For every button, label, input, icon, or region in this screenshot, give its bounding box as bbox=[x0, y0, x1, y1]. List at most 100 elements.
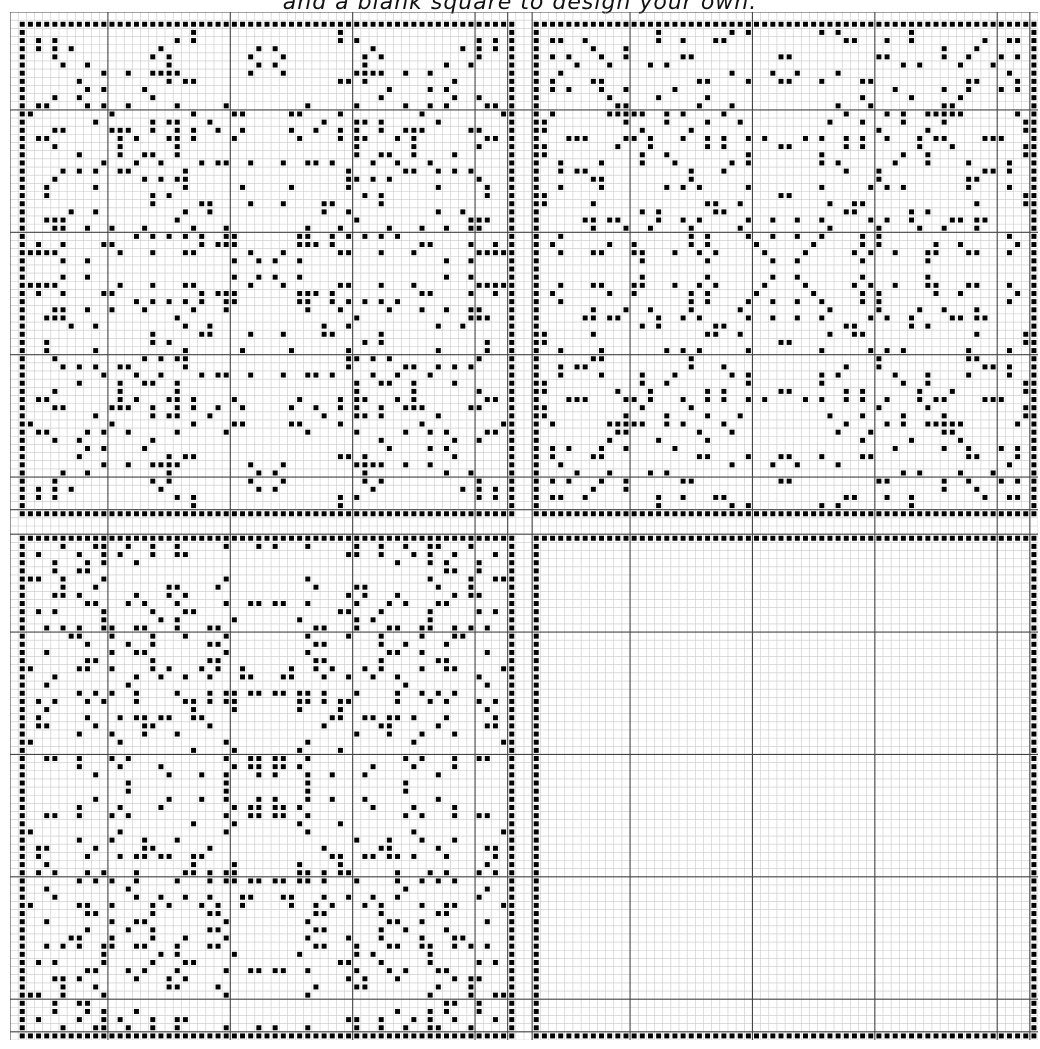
stitch-square bbox=[966, 283, 971, 288]
stitch-square bbox=[485, 185, 490, 190]
stitch-square bbox=[1015, 536, 1020, 541]
stitch-square bbox=[452, 1001, 457, 1006]
stitch-square bbox=[354, 381, 359, 386]
stitch-square bbox=[44, 887, 49, 892]
stitch-square bbox=[44, 1033, 49, 1038]
stitch-square bbox=[672, 536, 677, 541]
stitch-square bbox=[950, 422, 955, 427]
stitch-square bbox=[338, 112, 343, 117]
stitch-square bbox=[207, 911, 212, 916]
stitch-square bbox=[85, 226, 90, 231]
stitch-square bbox=[362, 79, 367, 84]
stitch-square bbox=[305, 993, 310, 998]
stitch-square bbox=[534, 699, 539, 704]
stitch-square bbox=[224, 781, 229, 786]
stitch-square bbox=[860, 291, 865, 296]
stitch-square bbox=[330, 772, 335, 777]
stitch-square bbox=[256, 470, 261, 475]
stitch-square bbox=[52, 307, 57, 312]
stitch-square bbox=[640, 209, 645, 214]
stitch-square bbox=[256, 968, 261, 973]
stitch-square bbox=[101, 536, 106, 541]
stitch-square bbox=[591, 511, 596, 516]
stitch-square bbox=[624, 413, 629, 418]
stitch-square bbox=[966, 79, 971, 84]
stitch-square bbox=[281, 601, 286, 606]
stitch-square bbox=[77, 536, 82, 541]
stitch-square bbox=[313, 511, 318, 516]
stitch-square bbox=[126, 887, 131, 892]
stitch-square bbox=[795, 71, 800, 76]
stitch-square bbox=[150, 340, 155, 345]
stitch-square bbox=[77, 79, 82, 84]
stitch-square bbox=[395, 976, 400, 981]
stitch-square bbox=[534, 307, 539, 312]
stitch-square bbox=[362, 193, 367, 198]
stitch-square bbox=[85, 1033, 90, 1038]
stitch-square bbox=[436, 185, 441, 190]
stitch-square bbox=[110, 511, 115, 516]
stitch-square bbox=[819, 185, 824, 190]
stitch-square bbox=[477, 609, 482, 614]
stitch-square bbox=[273, 258, 278, 263]
stitch-square bbox=[868, 250, 873, 255]
stitch-square bbox=[885, 422, 890, 427]
stitch-square bbox=[36, 536, 41, 541]
stitch-square bbox=[852, 1033, 857, 1038]
stitch-square bbox=[836, 373, 841, 378]
stitch-square bbox=[681, 218, 686, 223]
stitch-square bbox=[338, 30, 343, 35]
stitch-square bbox=[966, 446, 971, 451]
stitch-square bbox=[534, 919, 539, 924]
stitch-square bbox=[20, 544, 25, 549]
stitch-square bbox=[477, 356, 482, 361]
stitch-square bbox=[297, 234, 302, 239]
stitch-square bbox=[175, 536, 180, 541]
stitch-square bbox=[346, 552, 351, 557]
stitch-square bbox=[289, 674, 294, 679]
stitch-square bbox=[509, 381, 514, 386]
stitch-square bbox=[950, 430, 955, 435]
stitch-square bbox=[656, 30, 661, 35]
stitch-square bbox=[110, 838, 115, 843]
stitch-square bbox=[281, 54, 286, 59]
stitch-square bbox=[746, 454, 751, 459]
stitch-square bbox=[534, 79, 539, 84]
stitch-square bbox=[966, 185, 971, 190]
stitch-square bbox=[305, 968, 310, 973]
stitch-square bbox=[868, 22, 873, 27]
stitch-square bbox=[754, 291, 759, 296]
stitch-square bbox=[354, 152, 359, 157]
stitch-square bbox=[1031, 740, 1036, 745]
stitch-square bbox=[1031, 993, 1036, 998]
stitch-square bbox=[779, 54, 784, 59]
stitch-square bbox=[379, 201, 384, 206]
stitch-square bbox=[256, 601, 261, 606]
stitch-square bbox=[420, 650, 425, 655]
stitch-square bbox=[485, 919, 490, 924]
stitch-square bbox=[770, 1033, 775, 1038]
stitch-square bbox=[330, 22, 335, 27]
stitch-square bbox=[199, 291, 204, 296]
stitch-square bbox=[150, 405, 155, 410]
stitch-square bbox=[1023, 144, 1028, 149]
stitch-square bbox=[558, 511, 563, 516]
stitch-square bbox=[150, 22, 155, 27]
stitch-square bbox=[876, 22, 881, 27]
stitch-square bbox=[167, 136, 172, 141]
stitch-square bbox=[477, 813, 482, 818]
stitch-square bbox=[534, 821, 539, 826]
stitch-square bbox=[1007, 536, 1012, 541]
stitch-square bbox=[77, 364, 82, 369]
stitch-square bbox=[640, 275, 645, 280]
stitch-square bbox=[444, 307, 449, 312]
stitch-square bbox=[248, 479, 253, 484]
stitch-square bbox=[868, 430, 873, 435]
stitch-square bbox=[20, 609, 25, 614]
stitch-square bbox=[493, 846, 498, 851]
stitch-square bbox=[534, 267, 539, 272]
stitch-square bbox=[615, 315, 620, 320]
stitch-square bbox=[591, 79, 596, 84]
stitch-square bbox=[256, 511, 261, 516]
stitch-square bbox=[534, 862, 539, 867]
